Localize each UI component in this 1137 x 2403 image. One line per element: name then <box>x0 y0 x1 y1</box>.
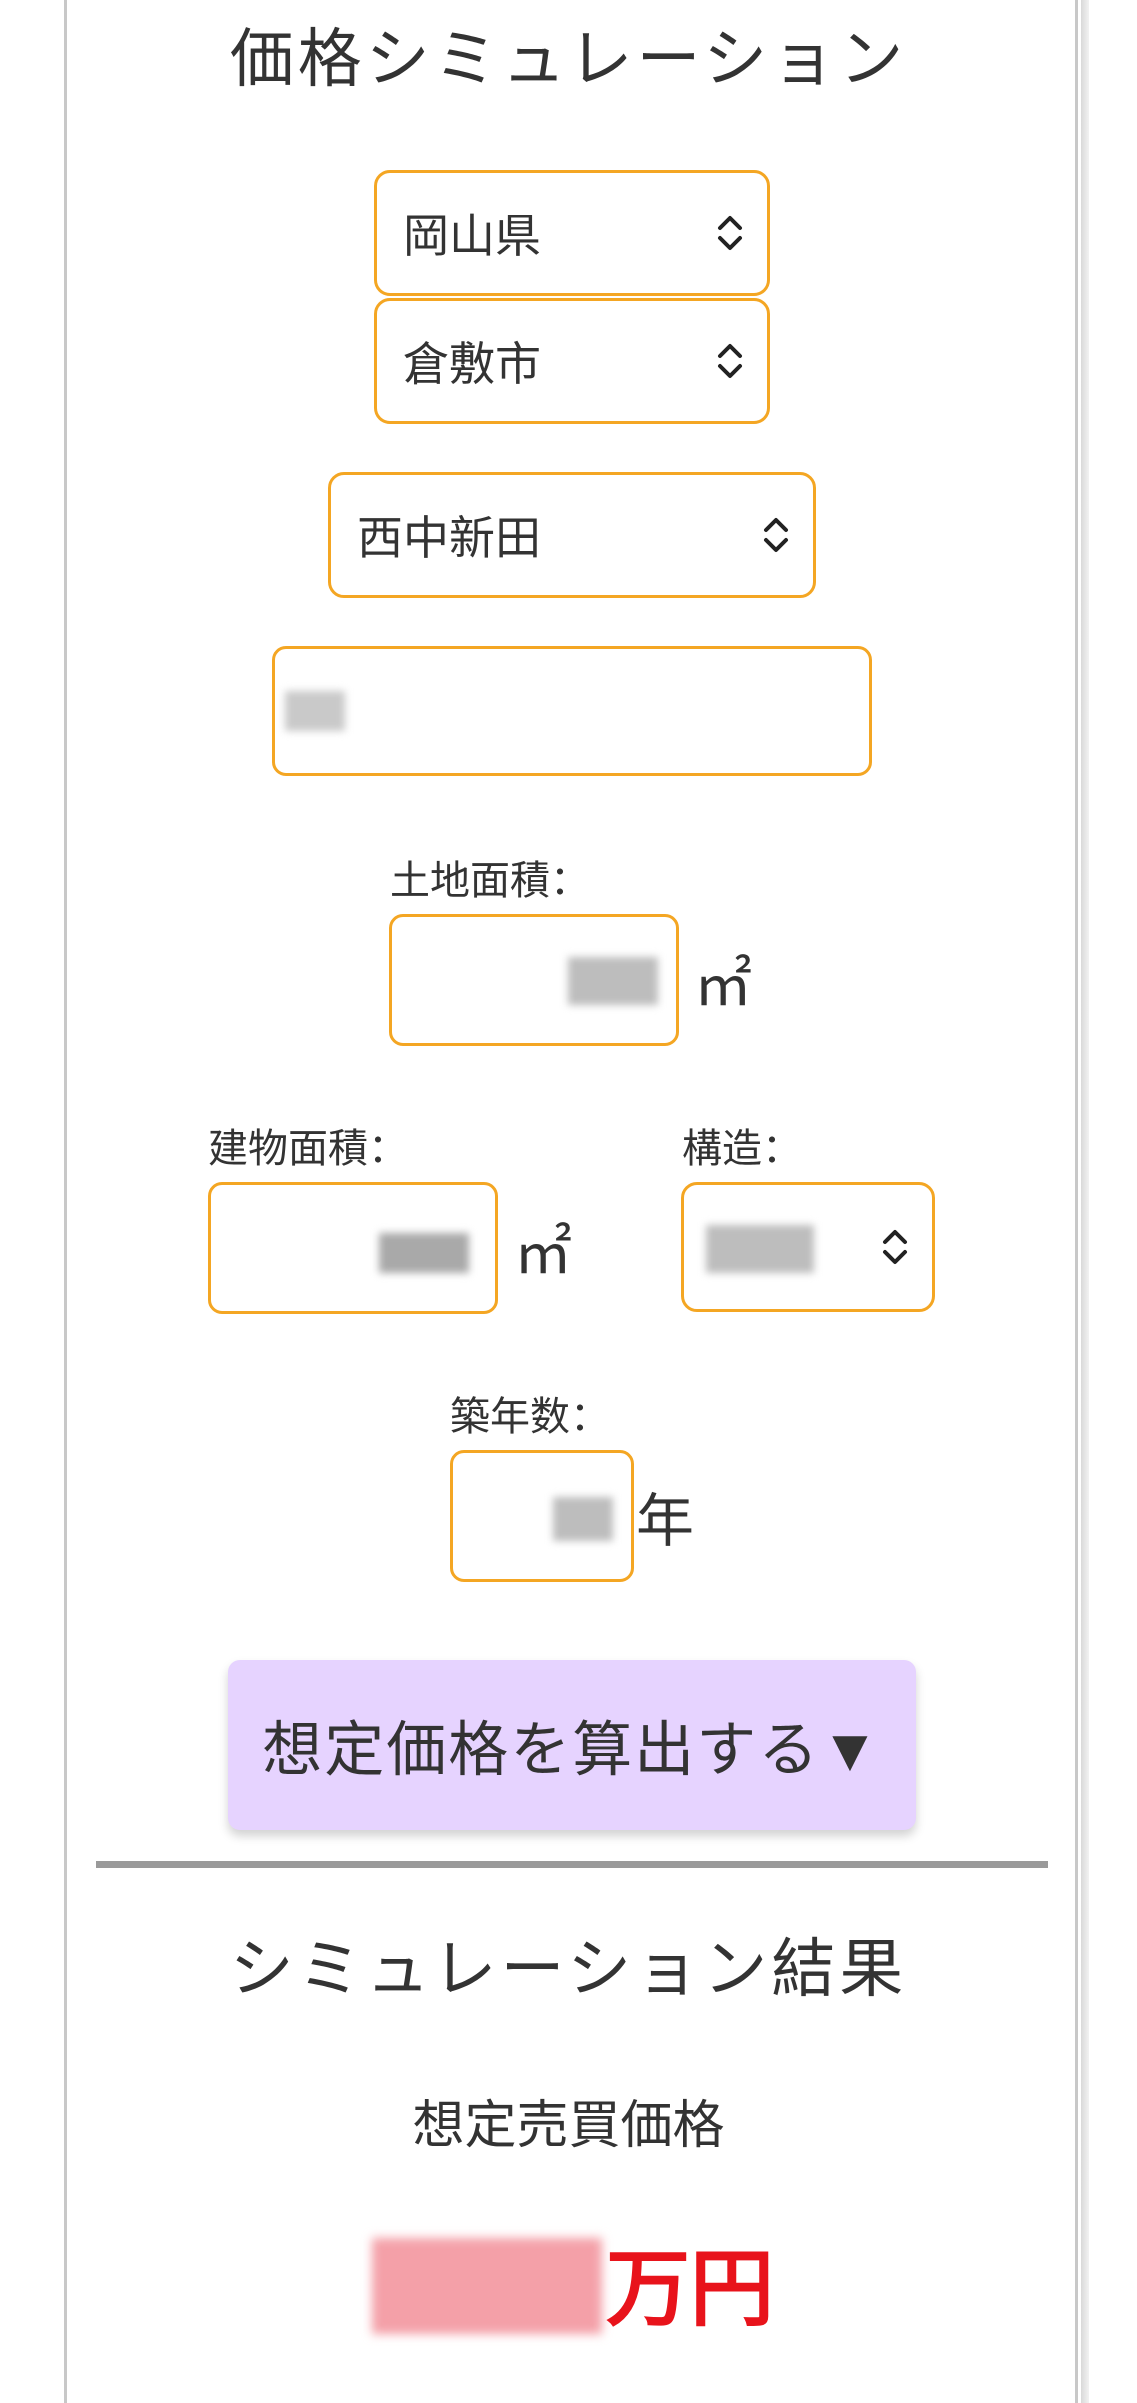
redacted-price-value <box>372 2238 602 2334</box>
district-select[interactable]: 西中新田 <box>328 472 816 598</box>
structure-label: 構造： <box>682 1126 802 1172</box>
calculate-price-button[interactable]: 想定価格を算出する▼ <box>228 1660 916 1830</box>
age-unit: 年 <box>636 1487 695 1555</box>
structure-select[interactable] <box>681 1182 935 1312</box>
result-subtitle: 想定売買価格 <box>412 2096 725 2156</box>
result-title: シミュレーション結果 <box>229 1933 908 2007</box>
land-area-unit: ㎡ <box>694 951 753 1019</box>
chevron-up-down-icon <box>764 518 788 552</box>
building-area-unit: ㎡ <box>514 1219 573 1287</box>
page-title: 価格シミュレーション <box>229 23 908 97</box>
redacted-land-area <box>568 957 658 1005</box>
scrollbar-shadow <box>1081 0 1089 2403</box>
building-area-label: 建物面積： <box>208 1126 408 1172</box>
address-input[interactable] <box>272 646 872 776</box>
district-select-value: 西中新田 <box>357 511 541 565</box>
chevron-up-down-icon <box>883 1230 907 1264</box>
city-select-value: 倉敷市 <box>403 337 541 391</box>
redacted-structure <box>706 1225 814 1273</box>
section-divider <box>96 1861 1048 1868</box>
land-area-input[interactable] <box>389 914 679 1046</box>
calculate-price-button-label: 想定価格を算出する▼ <box>262 1716 882 1784</box>
age-label: 築年数： <box>450 1394 610 1440</box>
redacted-building-area <box>379 1233 469 1273</box>
chevron-up-down-icon <box>718 344 742 378</box>
price-unit: 万円 <box>606 2240 775 2338</box>
city-select[interactable]: 倉敷市 <box>374 298 770 424</box>
content-frame <box>64 0 1078 2403</box>
age-input[interactable] <box>450 1450 634 1582</box>
chevron-up-down-icon <box>718 216 742 250</box>
land-area-label: 土地面積： <box>390 858 590 904</box>
redacted-address <box>285 691 345 731</box>
prefecture-select[interactable]: 岡山県 <box>374 170 770 296</box>
building-area-input[interactable] <box>208 1182 498 1314</box>
redacted-age <box>553 1497 613 1541</box>
prefecture-select-value: 岡山県 <box>403 209 541 263</box>
